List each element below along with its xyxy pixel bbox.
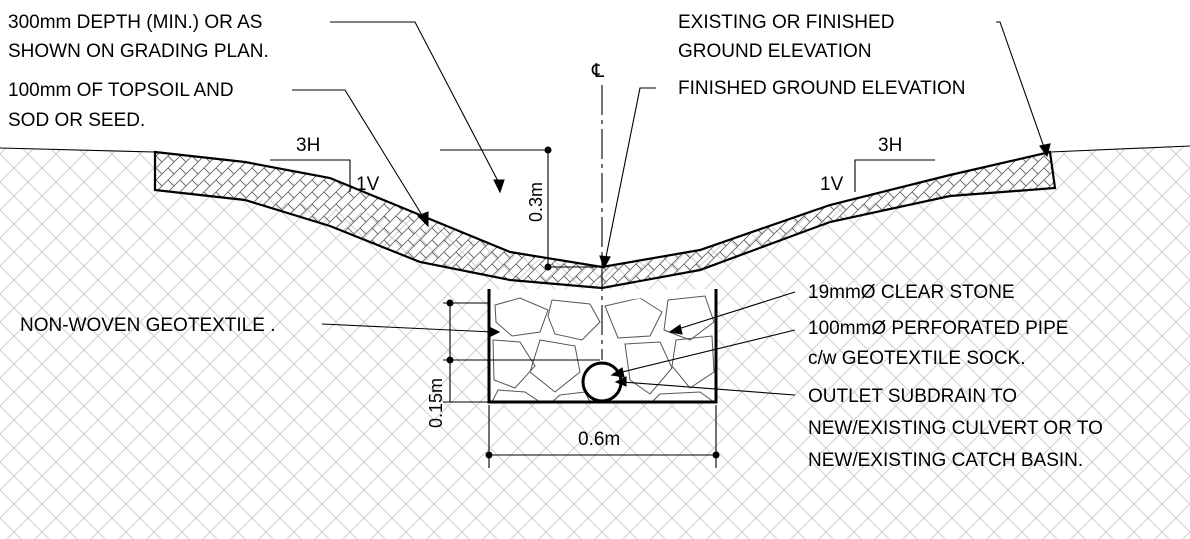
pipe-dimension-line [443, 302, 600, 403]
dim-dot [544, 146, 552, 154]
label-slope-right-h: 3H [878, 135, 902, 156]
existing-ground-line [0, 145, 1190, 153]
depth-dimension-line [440, 149, 602, 270]
label-topsoil-line2: SOD OR SEED. [8, 110, 145, 131]
dim-dot [485, 451, 493, 459]
label-pipe-line2: c/w GEOTEXTILE SOCK. [808, 348, 1026, 369]
label-dim-width: 0.6m [578, 429, 620, 450]
topsoil-layer [153, 150, 1057, 290]
label-slope-left-h: 3H [296, 135, 320, 156]
label-outlet-line2: NEW/EXISTING CULVERT OR TO [808, 418, 1103, 439]
label-existing-line1: EXISTING OR FINISHED [678, 12, 894, 33]
slope-indicator-left [270, 159, 351, 192]
label-clear-stone: 19mmØ CLEAR STONE [808, 282, 1015, 303]
label-depth-line2: SHOWN ON GRADING PLAN. [8, 41, 269, 62]
slope-indicator-right [854, 159, 935, 192]
label-dim-pipe: 0.15m [426, 378, 446, 428]
label-centerline: ℄ [591, 61, 605, 82]
dim-dot [712, 451, 720, 459]
clear-stone-pattern [491, 295, 716, 402]
dim-dot [544, 263, 552, 271]
label-existing-line2: GROUND ELEVATION [678, 41, 872, 62]
label-outlet-line1: OUTLET SUBDRAIN TO [808, 386, 1017, 407]
dim-dot [446, 356, 454, 364]
label-pipe-line1: 100mmØ PERFORATED PIPE [808, 318, 1068, 339]
leader-lines [292, 21, 1051, 396]
label-topsoil-line1: 100mm OF TOPSOIL AND [8, 80, 234, 101]
label-depth-line1: 300mm DEPTH (MIN.) OR AS [8, 12, 262, 33]
dim-dot [446, 299, 454, 307]
label-outlet-line3: NEW/EXISTING CATCH BASIN. [808, 450, 1083, 471]
label-geotextile: NON-WOVEN GEOTEXTILE . [20, 315, 275, 336]
label-finished-ground: FINISHED GROUND ELEVATION [678, 78, 966, 99]
label-slope-right-v: 1V [820, 174, 844, 195]
label-dim-depth: 0.3m [526, 182, 546, 222]
label-slope-left-v: 1V [356, 174, 380, 195]
